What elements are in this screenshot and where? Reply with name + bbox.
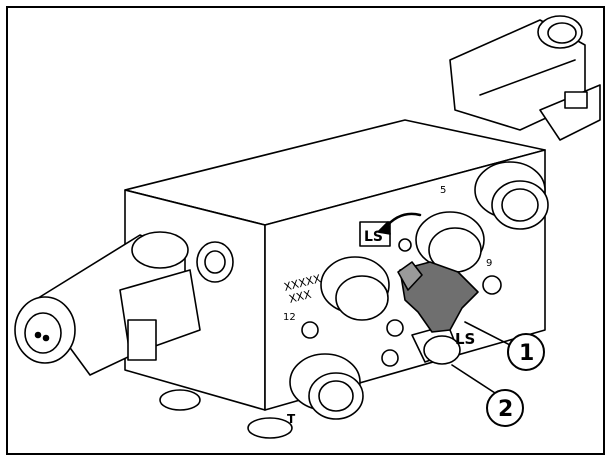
rear-solenoid — [449, 15, 601, 141]
ls-right-label: LS — [455, 330, 475, 348]
rotation-arrowhead — [377, 221, 391, 235]
adjustment-screw — [411, 324, 461, 365]
ls-top-label: LS — [364, 229, 383, 245]
port-9-label: 9 — [486, 258, 492, 269]
port-12-plug — [301, 321, 319, 339]
small-plug-a — [386, 319, 404, 337]
port-12-label: 12 — [283, 312, 296, 323]
port-fitting-t — [289, 353, 364, 420]
callout-2-circle — [486, 389, 524, 427]
callout-1-number: 1 — [519, 341, 534, 366]
callout-1-circle — [507, 333, 545, 371]
port-fitting-center — [415, 211, 485, 273]
callout-2-leader — [451, 364, 496, 394]
ls-port-plug — [398, 238, 412, 252]
callout-1-leader — [464, 321, 511, 346]
front-solenoid — [14, 231, 201, 376]
small-plug-b — [381, 349, 399, 367]
block-marking-line-2: XXX — [288, 288, 314, 306]
port-fitting-top-right — [474, 161, 549, 230]
lever-knob — [397, 261, 479, 333]
callout-2-number: 2 — [498, 397, 513, 422]
port-t-label: T — [287, 412, 296, 426]
left-plug — [196, 241, 234, 283]
port-5-label: 5 — [440, 185, 446, 196]
port-9-plug — [482, 275, 502, 295]
port-fitting-left — [320, 256, 390, 321]
